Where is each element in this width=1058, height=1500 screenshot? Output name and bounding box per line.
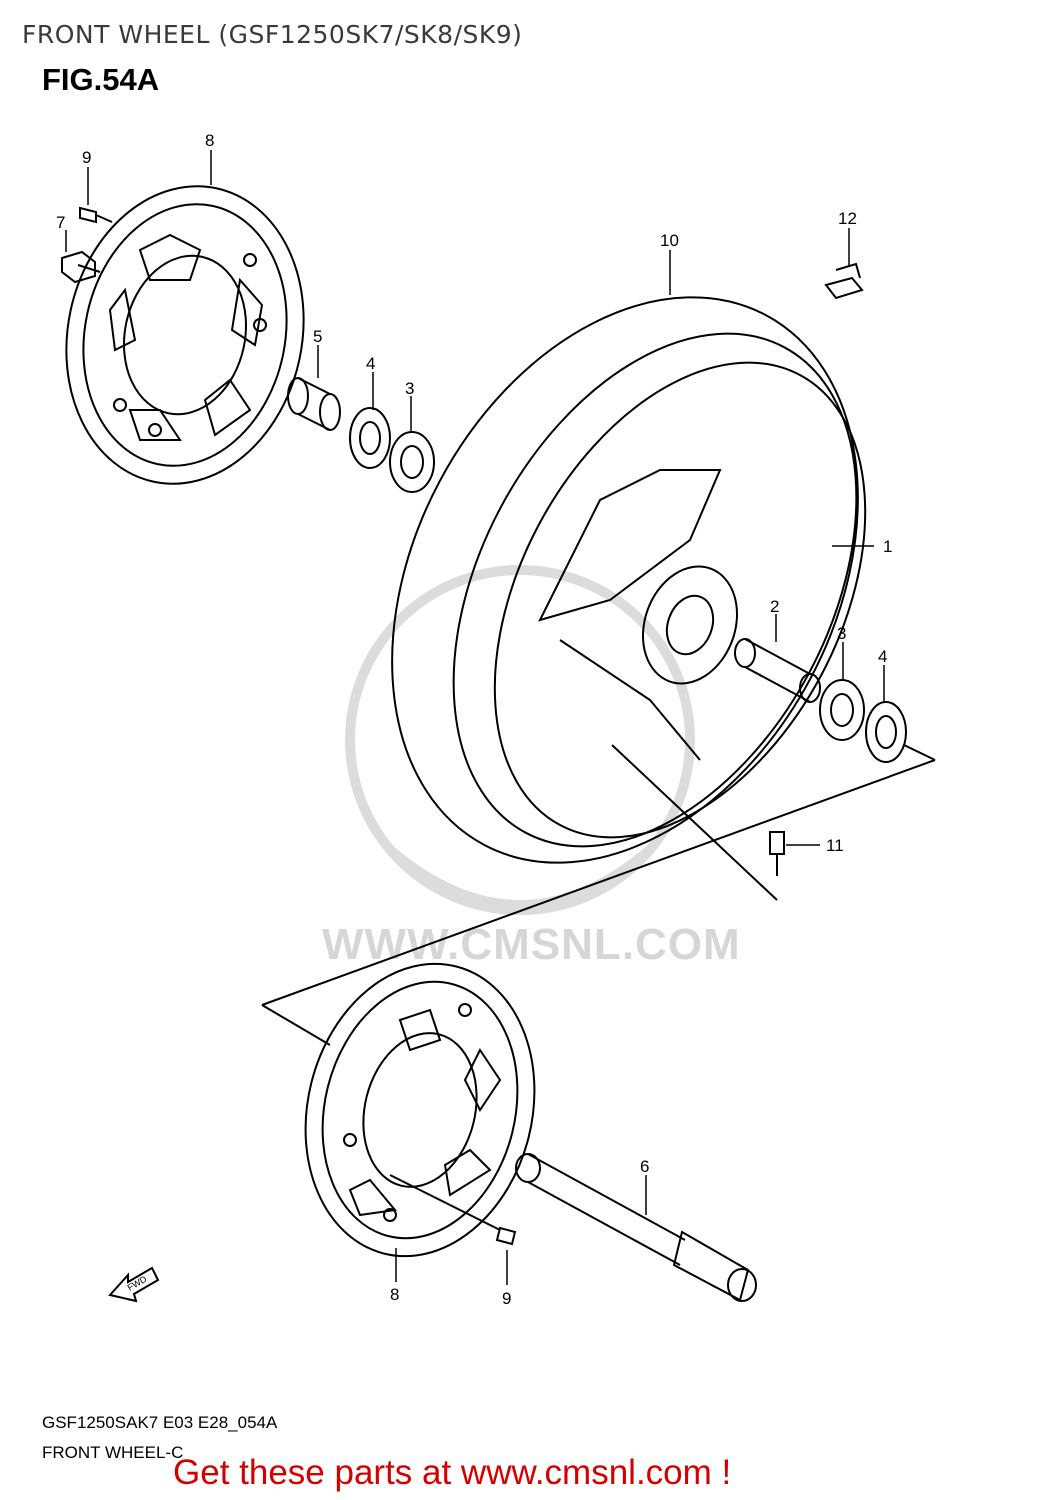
diagram-code: GSF1250SAK7 E03 E28_054A	[42, 1413, 278, 1432]
diagram-subtitle: FRONT WHEEL-C	[42, 1443, 184, 1462]
page-title: FRONT WHEEL (GSF1250SK7/SK8/SK9)	[22, 20, 523, 49]
callout-10: 10	[660, 231, 679, 250]
bolt-7	[61, 250, 101, 284]
bearing-3-left	[389, 431, 435, 493]
bearing-3-right	[819, 679, 865, 741]
axle-plane	[261, 744, 936, 1046]
wheel-assembly	[391, 296, 867, 864]
forward-arrow-icon: FWD	[108, 1266, 160, 1303]
watermark-logo	[345, 565, 695, 915]
collar-5	[287, 377, 341, 431]
figure-label: FIG.54A	[42, 62, 160, 97]
callout-4-left: 4	[366, 354, 375, 373]
callout-3-left: 3	[405, 379, 414, 398]
callout-8-bottom: 8	[390, 1285, 399, 1304]
valve-11	[769, 831, 785, 876]
brake-disc-top	[65, 185, 305, 485]
brake-disc-bottom	[304, 962, 536, 1258]
seal-4-right	[865, 701, 907, 763]
callout-3-right: 3	[837, 624, 846, 643]
callout-5: 5	[313, 327, 322, 346]
callout-12: 12	[838, 209, 857, 228]
callout-8-top: 8	[205, 131, 214, 150]
callout-6: 6	[640, 1157, 649, 1176]
callout-4-right: 4	[878, 647, 887, 666]
seal-4-left	[349, 407, 391, 469]
callout-2: 2	[770, 597, 779, 616]
axle-6	[515, 1153, 757, 1302]
callout-1: 1	[883, 537, 892, 556]
screw-9-bottom	[389, 1174, 517, 1246]
leader-lines	[65, 150, 885, 1285]
balance-weight-12	[824, 262, 864, 300]
spacer-2	[734, 638, 821, 703]
callout-7: 7	[56, 213, 65, 232]
screw-9-top	[79, 206, 113, 224]
callout-11: 11	[826, 836, 844, 855]
promo-link[interactable]: Get these parts at www.cmsnl.com !	[173, 1453, 732, 1492]
callout-9-bottom: 9	[502, 1289, 511, 1308]
watermark-text: WWW.CMSNL.COM	[322, 920, 741, 969]
callout-9-top: 9	[82, 148, 91, 167]
